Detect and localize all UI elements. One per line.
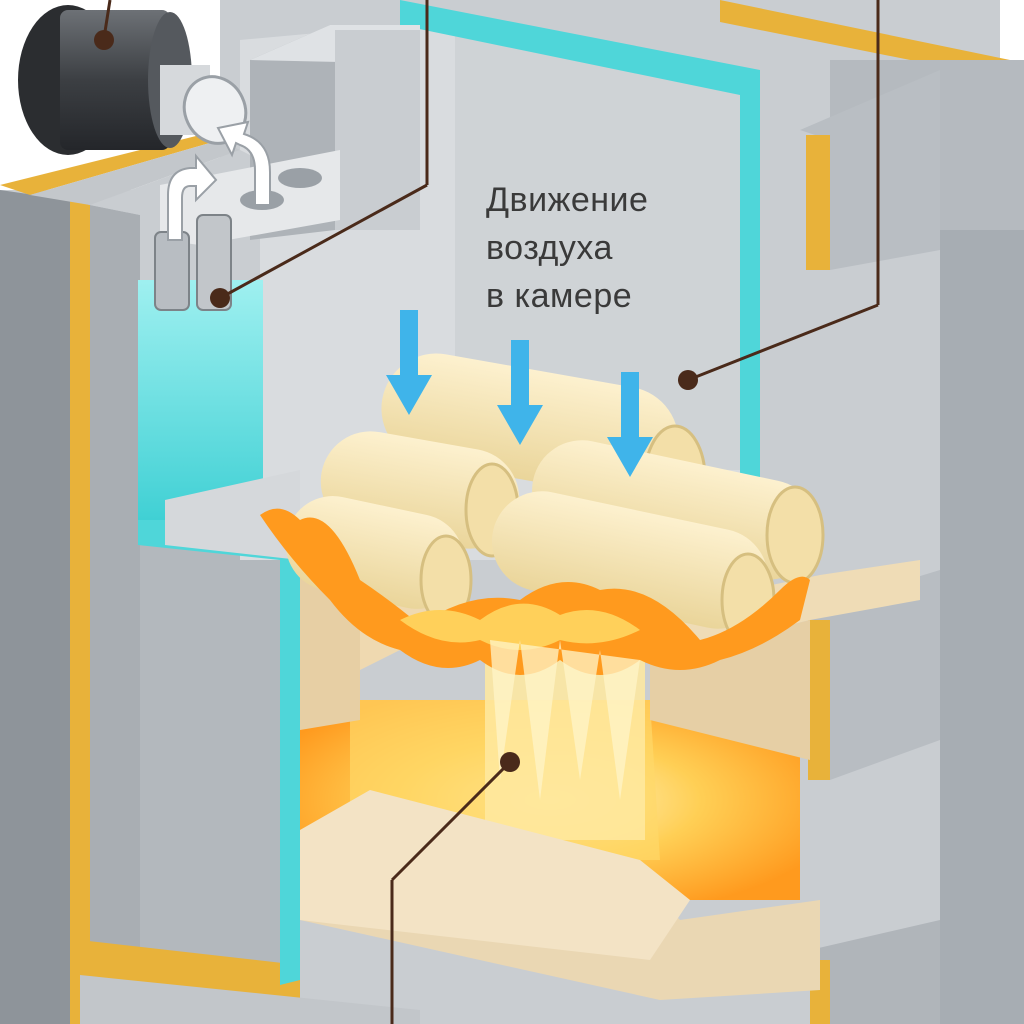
caption-line-1: Движение xyxy=(486,181,649,219)
grate-shelf xyxy=(165,470,920,1000)
left-wall xyxy=(0,135,420,1024)
callout-dot-icon xyxy=(94,30,698,772)
up-arrow-icon xyxy=(167,120,271,241)
air-movement-caption: Движение воздуха в камере xyxy=(486,176,746,320)
caption-line-2: воздуха xyxy=(486,229,613,267)
caption-line-3: в камере xyxy=(486,277,633,315)
firewood-logs xyxy=(285,353,825,648)
flames xyxy=(260,508,810,800)
exhaust-duct xyxy=(154,25,420,311)
down-arrow-icon xyxy=(386,310,653,477)
callout-leaders xyxy=(102,0,880,1024)
